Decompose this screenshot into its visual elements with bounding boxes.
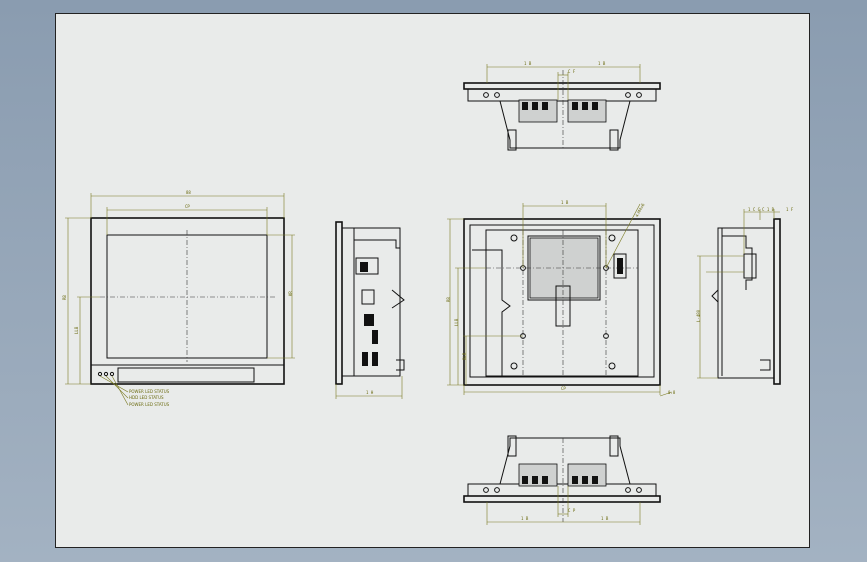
rear-outer xyxy=(463,218,661,386)
dim-bottom-center: C P xyxy=(568,508,576,513)
dim-rear-left-c: RB xyxy=(446,297,451,302)
dim-rear-left-b: BLR xyxy=(462,352,467,360)
side-right-body xyxy=(717,227,775,379)
bottom-bezel xyxy=(463,495,661,503)
mount-hole-icon xyxy=(608,362,616,370)
dim-front-left-inner: LLB xyxy=(74,326,79,334)
side-left-bezel xyxy=(335,221,343,385)
top-flange xyxy=(467,88,657,102)
dim-rear-left-a: LLB xyxy=(454,318,459,326)
side-view-left: 1 H xyxy=(335,221,405,399)
rear-view: 1 B CP RB LLB BLR 0.8 4-M4x6 xyxy=(446,200,676,397)
front-bottom-panel xyxy=(117,367,255,383)
dim-side-right-height: L-480 xyxy=(696,309,701,322)
dim-top-right: 1 B xyxy=(598,61,606,66)
mount-hole-icon xyxy=(510,362,518,370)
callout-status-led: POWER LED STATUS xyxy=(129,402,170,407)
dim-front-overall-width: 88 xyxy=(186,190,191,195)
callout-hdd-led: HDD LED STATUS xyxy=(129,395,164,400)
led-status-icon xyxy=(109,371,115,377)
dim-top-left: 1 B xyxy=(524,61,532,66)
dim-bottom-left: 1 B xyxy=(521,516,529,521)
dim-rear-corner: 0.8 xyxy=(668,390,676,395)
dim-rear-vesa-width: 1 B xyxy=(561,200,569,205)
side-view-right: 1 C C C 1 B 1 F L-480 xyxy=(696,207,794,385)
dim-side-left-depth: 1 H xyxy=(366,390,374,395)
top-view: 1 B C F 1 B xyxy=(463,61,661,151)
led-power-icon xyxy=(97,371,103,377)
dim-front-screen-width: CP xyxy=(185,204,190,209)
drawing-sheet xyxy=(55,13,810,548)
side-left-body xyxy=(341,227,401,377)
dim-front-screen-height: KR xyxy=(288,291,293,296)
dim-top-center: C F xyxy=(568,69,576,74)
bottom-view: 1 B C P 1 B xyxy=(463,435,661,525)
callout-power-led: POWER LED STATUS xyxy=(129,389,170,394)
rear-body xyxy=(485,229,639,377)
rear-stand-bracket xyxy=(555,285,571,327)
dim-bottom-right: 1 B xyxy=(601,516,609,521)
callout-rear-diag: 4-M4x6 xyxy=(634,202,646,218)
mount-hole-icon xyxy=(608,234,616,242)
front-bezel xyxy=(90,217,285,385)
dim-rear-overall-width: CP xyxy=(561,386,566,391)
top-bezel xyxy=(463,82,661,90)
led-hdd-icon xyxy=(103,371,109,377)
dim-front-overall-height: RB xyxy=(62,295,67,300)
dim-side-right-top-c: 1 F xyxy=(786,207,794,212)
front-view: 88 CP RB LLB KR POWER LED STATUS HDD LED… xyxy=(62,190,295,407)
mount-hole-icon xyxy=(510,234,518,242)
dim-side-right-top-a: 1 C C xyxy=(748,207,761,212)
side-right-bezel xyxy=(773,218,781,385)
bottom-flange xyxy=(467,483,657,497)
vesa-hole-icon xyxy=(603,333,609,339)
dim-side-right-top-b: C 1 B xyxy=(762,207,775,212)
